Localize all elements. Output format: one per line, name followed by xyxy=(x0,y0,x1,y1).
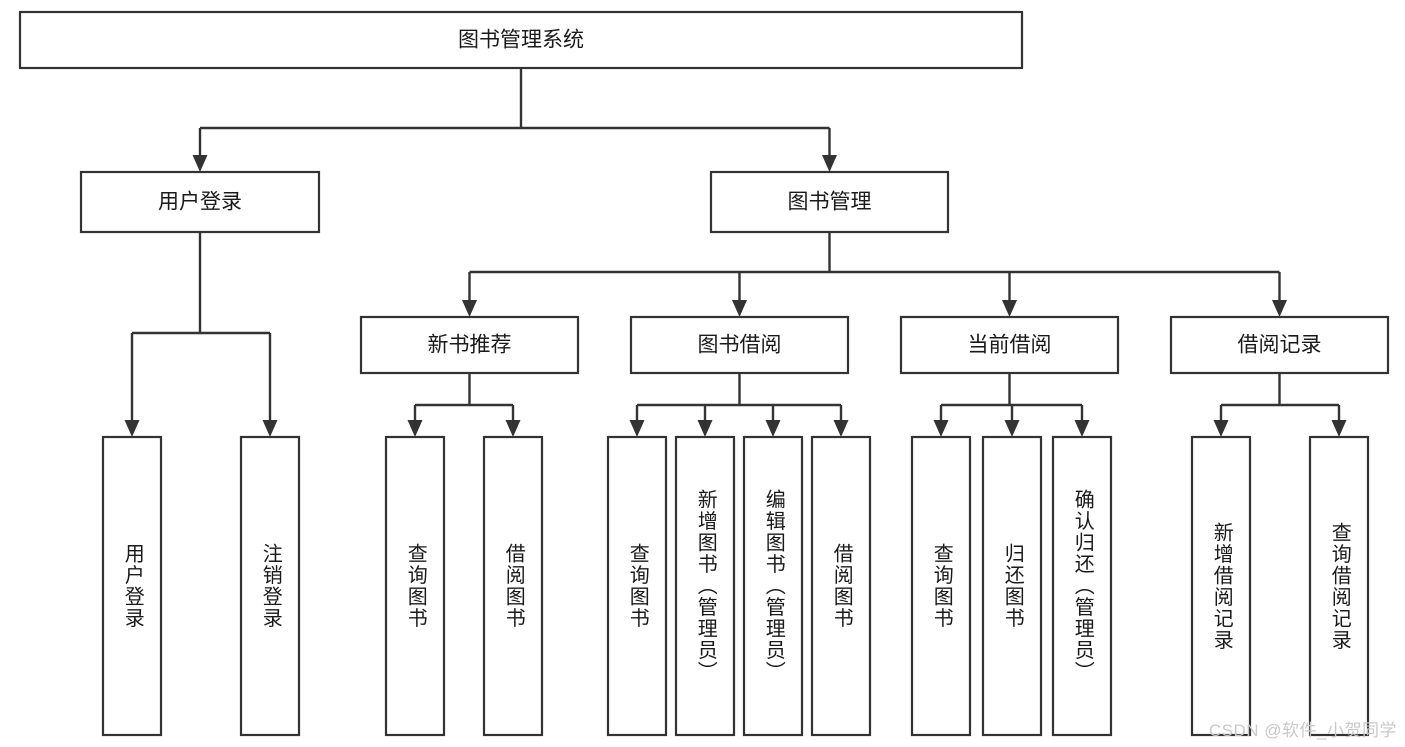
leaf-bb-edit-book-box[interactable] xyxy=(742,435,804,737)
current-borrow-arrow-2 xyxy=(1074,420,1090,437)
new-book-recommend-arrow-0 xyxy=(407,420,423,437)
node-book-borrow-box[interactable] xyxy=(629,315,850,375)
leaf-bb-borrow-book-box[interactable] xyxy=(810,435,872,737)
borrow-records-arrow-1 xyxy=(1331,420,1347,437)
leaf-user-logout-box[interactable] xyxy=(239,435,301,737)
current-borrow-arrow-0 xyxy=(933,420,949,437)
user-login-arrow-1 xyxy=(262,420,278,437)
leaf-user-login-do-box[interactable] xyxy=(101,435,163,737)
book-manage-arrow-2 xyxy=(1002,300,1017,317)
node-user-login-label: 用户登录 xyxy=(158,191,242,214)
leaf-nbr-query-book-box[interactable] xyxy=(384,435,446,737)
book-manage-arrow-3 xyxy=(1272,300,1287,317)
leaf-cb-return-book-box[interactable] xyxy=(981,435,1043,737)
root-arrow-1 xyxy=(822,155,837,172)
book-borrow-arrow-3 xyxy=(833,420,849,437)
leaf-bb-add-book-box[interactable] xyxy=(674,435,736,737)
boxes-layer xyxy=(18,10,1390,737)
leaf-br-add-record-box[interactable] xyxy=(1190,435,1252,737)
root-arrow-0 xyxy=(192,155,208,172)
leaf-cb-confirm-return-box[interactable] xyxy=(1051,435,1113,737)
connectors-layer xyxy=(124,68,1347,437)
leaf-nbr-borrow-book-box[interactable] xyxy=(482,435,544,737)
current-borrow-arrow-1 xyxy=(1004,420,1020,437)
leaf-bb-query-book-box[interactable] xyxy=(606,435,668,737)
leaf-cb-query-book-box[interactable] xyxy=(910,435,972,737)
borrow-records-arrow-0 xyxy=(1213,420,1229,437)
node-book-manage-label: 图书管理 xyxy=(788,191,872,214)
node-current-borrow-label: 当前借阅 xyxy=(968,334,1052,357)
node-root-box[interactable] xyxy=(18,10,1024,70)
node-borrow-records-label: 借阅记录 xyxy=(1238,334,1322,357)
node-root-label: 图书管理系统 xyxy=(458,29,584,52)
leaf-br-query-record-box[interactable] xyxy=(1308,435,1370,737)
node-book-manage-box[interactable] xyxy=(709,170,950,234)
node-current-borrow-box[interactable] xyxy=(899,315,1120,375)
node-borrow-records-box[interactable] xyxy=(1169,315,1390,375)
book-manage-arrow-0 xyxy=(462,300,477,317)
node-user-login-box[interactable] xyxy=(79,170,321,234)
new-book-recommend-arrow-1 xyxy=(505,420,521,437)
node-new-book-recommend-box[interactable] xyxy=(359,315,580,375)
book-manage-arrow-1 xyxy=(732,300,747,317)
csdn-watermark: CSDN @软件_小贺同学 xyxy=(1208,721,1397,740)
node-new-book-recommend-label: 新书推荐 xyxy=(428,334,512,357)
book-borrow-arrow-1 xyxy=(697,420,713,437)
user-login-arrow-0 xyxy=(124,420,140,437)
node-book-borrow-label: 图书借阅 xyxy=(698,334,782,357)
book-borrow-arrow-2 xyxy=(765,420,781,437)
book-borrow-arrow-0 xyxy=(629,420,645,437)
